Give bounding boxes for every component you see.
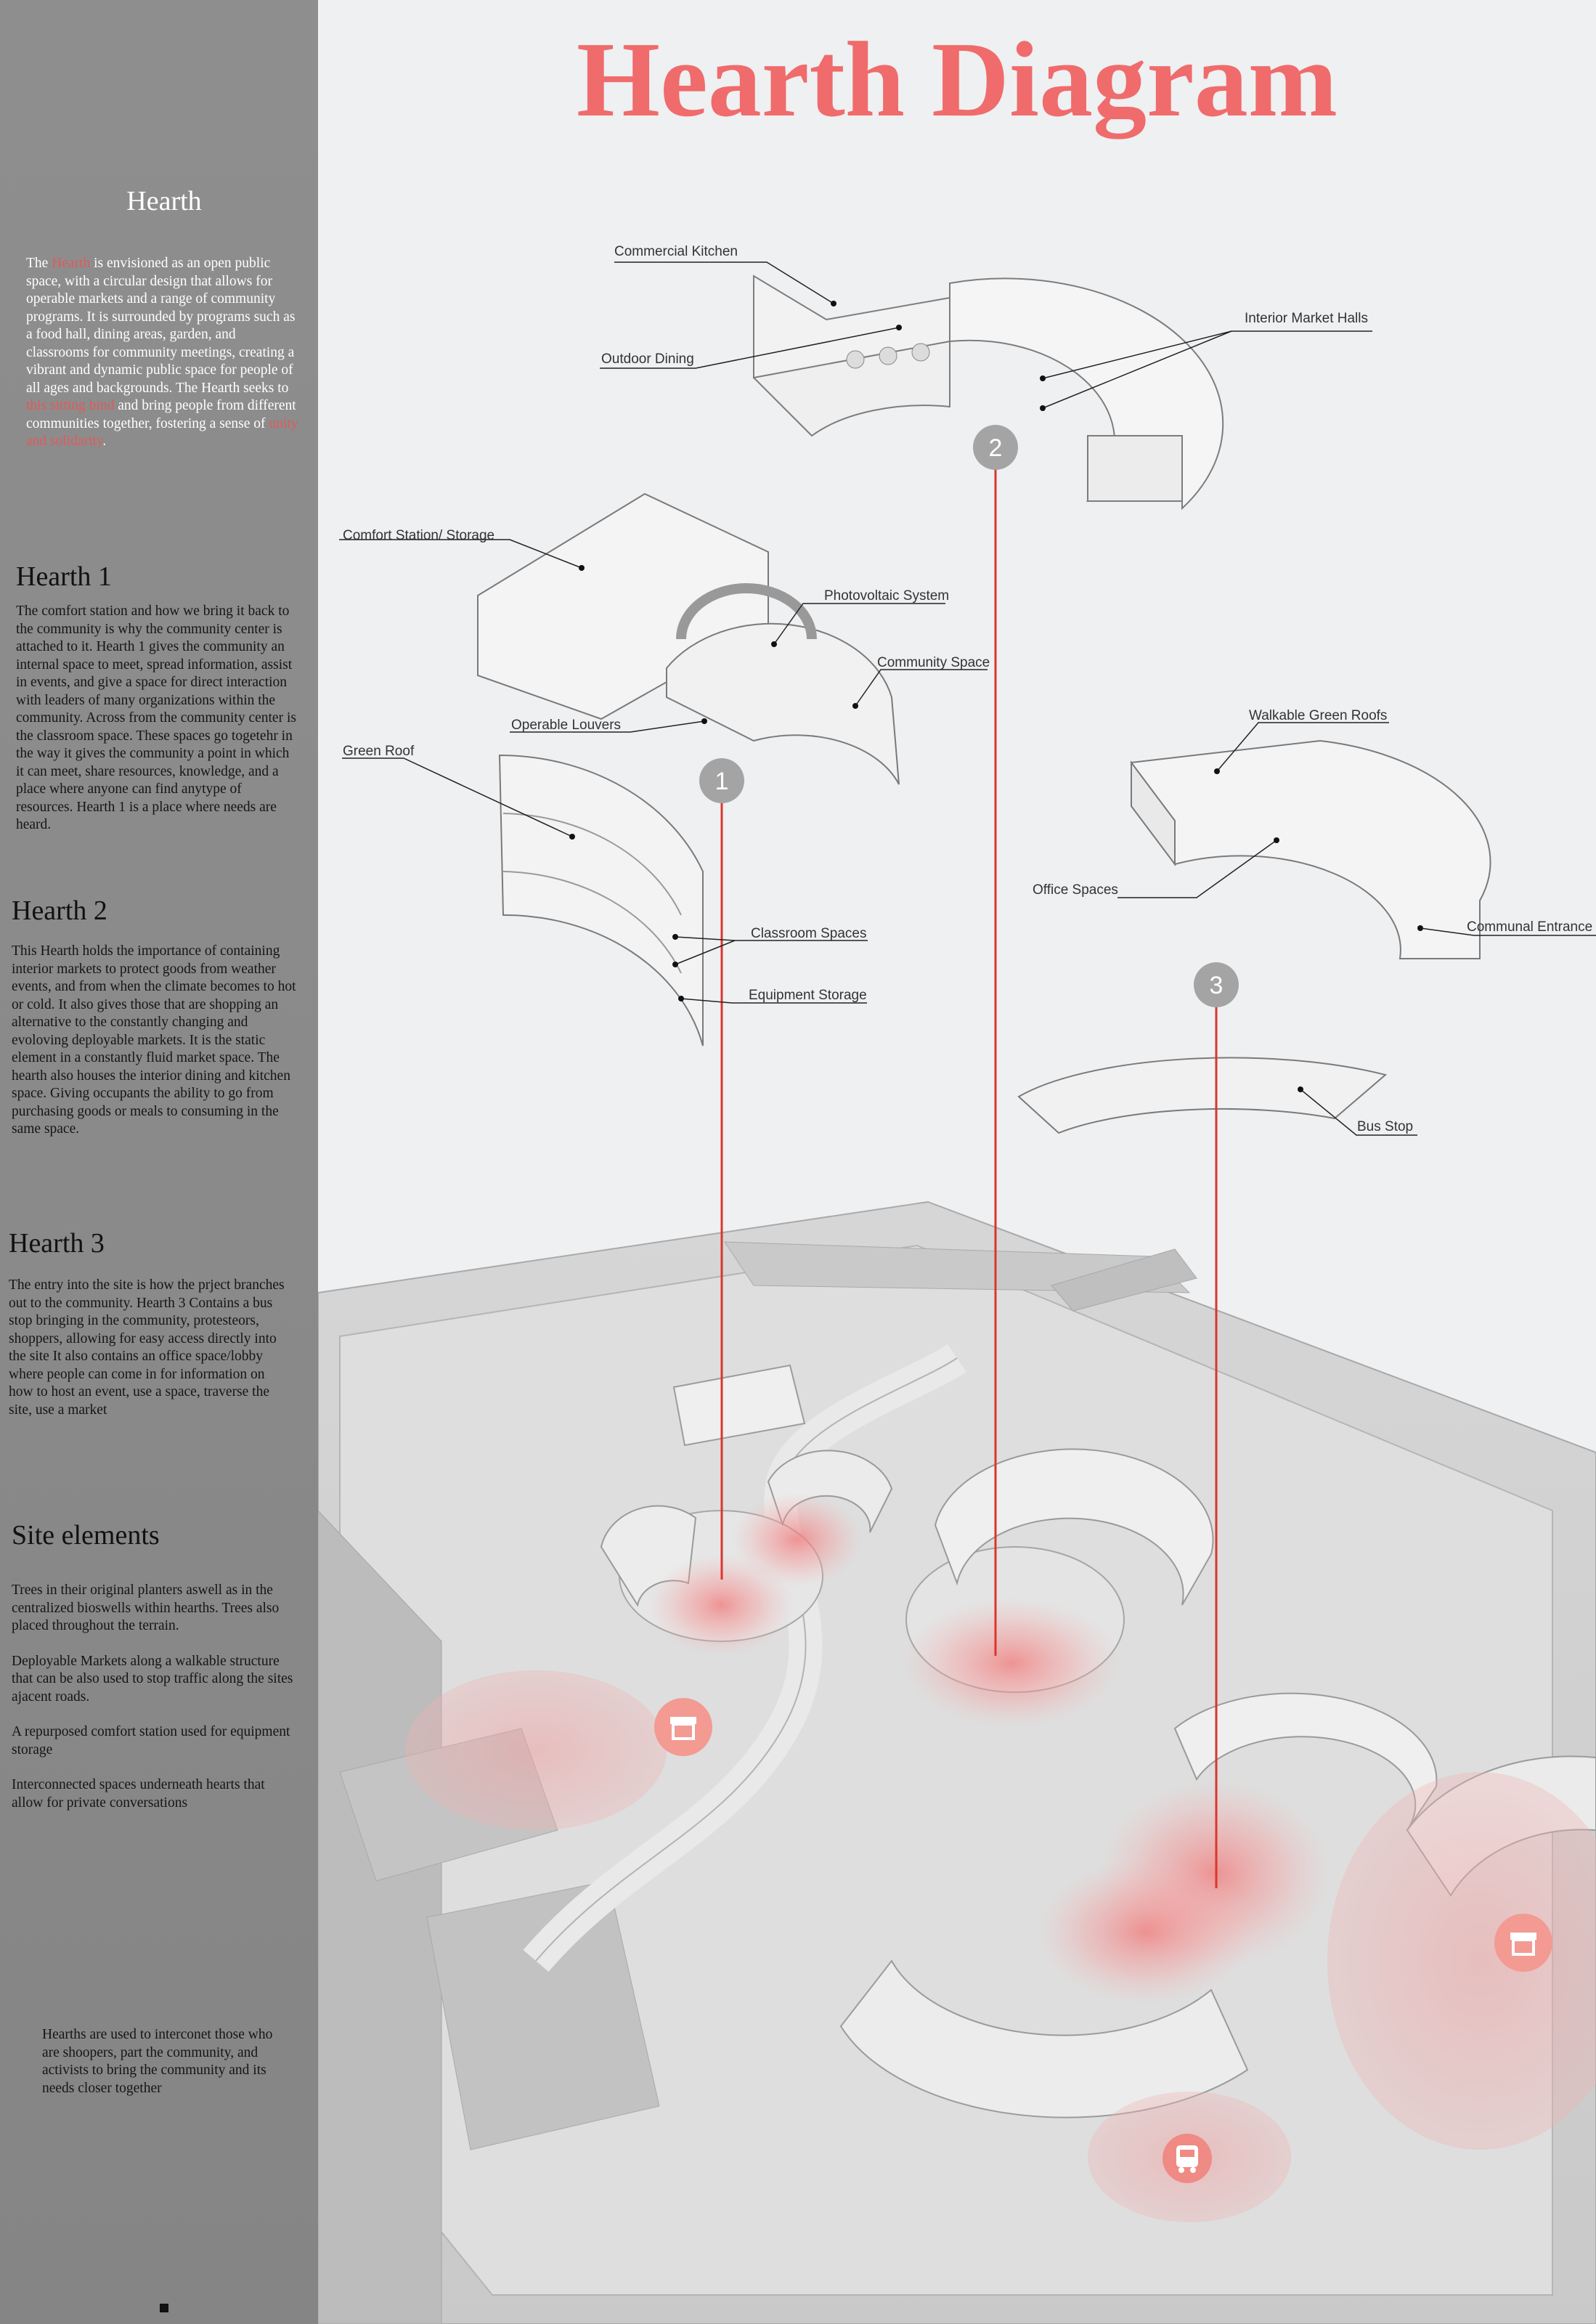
office-spaces-building xyxy=(1130,739,1491,959)
closing-text: Hearths are used to interconet those who… xyxy=(42,2027,273,2096)
bus-icon xyxy=(1163,2134,1212,2183)
hearth3-text: The entry into the site is how the prjec… xyxy=(9,1277,285,1418)
site-elements-heading: Site elements xyxy=(12,1520,160,1551)
label-interior-market-halls: Interior Market Halls xyxy=(1245,311,1368,326)
page-title: Hearth Diagram xyxy=(576,20,1338,139)
label-community-space: Community Space xyxy=(877,655,990,670)
hearth1-glow xyxy=(732,1492,863,1587)
hearth1-heading: Hearth 1 xyxy=(16,561,112,592)
market-stall-icon xyxy=(654,1698,712,1756)
label-photovoltaic-system: Photovoltaic System xyxy=(824,588,949,604)
label-operable-louvers: Operable Louvers xyxy=(511,718,621,733)
hearth3-heading: Hearth 3 xyxy=(9,1228,105,1259)
hearth2-text: This Hearth holds the importance of cont… xyxy=(12,943,296,1137)
adjacent-block xyxy=(318,1510,442,2324)
site-plan xyxy=(318,1200,1596,2324)
bus-stop-canopy xyxy=(1017,1057,1388,1134)
label-commercial-kitchen: Commercial Kitchen xyxy=(614,244,738,259)
page-marker xyxy=(160,2304,168,2312)
adjacent-block xyxy=(426,1880,660,2150)
closing-section: Hearths are used to interconet those who… xyxy=(42,2026,289,2097)
hearth3-marker: 3 xyxy=(1194,962,1239,1007)
hearth3-glow xyxy=(1037,1859,1255,2004)
community-space-building xyxy=(666,622,900,785)
site-elements-section: Site elements Trees in their original pl… xyxy=(12,1519,295,1812)
market-hall-block xyxy=(1087,435,1183,502)
hearth3-exploded xyxy=(1017,739,1491,1134)
adjacent-road xyxy=(1051,1248,1197,1312)
main-diagram-area: Hearth Diagram xyxy=(318,0,1596,2324)
hearth2-marker-number: 2 xyxy=(989,434,1003,462)
dining-table xyxy=(846,350,865,369)
hearth1-glow xyxy=(648,1554,794,1656)
hearth2-section: Hearth 2 This Hearth holds the importanc… xyxy=(12,895,296,1139)
label-bus-stop: Bus Stop xyxy=(1357,1119,1413,1134)
hearth-axonometric-diagram: 1 2 3 xyxy=(318,244,1596,2324)
hearth3-section: Hearth 3 The entry into the site is how … xyxy=(9,1227,285,1419)
hearth1-text: The comfort station and how we bring it … xyxy=(16,604,296,832)
hearth2-glow xyxy=(903,1598,1120,1728)
label-comfort-station: Comfort Station/ Storage xyxy=(343,528,494,543)
classroom-building xyxy=(498,754,704,1047)
leader-dots xyxy=(569,301,1423,1092)
hearth2-exploded xyxy=(752,275,1224,511)
walkable-structure-edge xyxy=(535,1357,958,1962)
dining-table xyxy=(879,346,897,365)
site-element-spaces: Interconnected spaces underneath hearts … xyxy=(12,1777,265,1811)
intro-heading: Hearth xyxy=(126,186,202,216)
hearth3-bus-stop-site xyxy=(839,1959,1249,2118)
market-zone xyxy=(405,1670,667,1830)
hearth3-marker-number: 3 xyxy=(1210,972,1224,999)
classroom-floor-line xyxy=(502,871,682,974)
dining-table xyxy=(911,343,930,362)
label-outdoor-dining: Outdoor Dining xyxy=(601,352,694,367)
office-wall xyxy=(1131,760,1176,866)
hearth1-exploded xyxy=(477,492,900,1047)
intro-section: Hearth The Hearth is envisioned as an op… xyxy=(26,185,302,451)
intro-text: The Hearth is envisioned as an open publ… xyxy=(26,256,298,449)
hearth2-market-site xyxy=(934,1448,1214,1606)
label-office-spaces: Office Spaces xyxy=(1033,882,1118,898)
site-element-trees: Trees in their original planters aswell … xyxy=(12,1582,280,1633)
hearth2-heading: Hearth 2 xyxy=(12,895,107,926)
market-stall-icon xyxy=(1494,1914,1552,1972)
label-classroom-spaces: Classroom Spaces xyxy=(751,926,866,941)
leader-lines xyxy=(339,261,1596,1136)
sidebar: Hearth The Hearth is envisioned as an op… xyxy=(0,0,318,2324)
hearth1-comfort-station-site xyxy=(672,1364,806,1447)
label-walkable-green-roofs: Walkable Green Roofs xyxy=(1249,708,1387,723)
label-communal-entrance: Communal Entrance xyxy=(1467,919,1592,935)
commercial-kitchen-building xyxy=(753,275,950,379)
photovoltaic-panels xyxy=(676,583,817,640)
label-equipment-storage: Equipment Storage xyxy=(749,988,867,1003)
classroom-floor-line xyxy=(502,813,682,916)
hearth2-marker: 2 xyxy=(973,425,1018,470)
hearth1-marker: 1 xyxy=(699,758,744,803)
market-zone xyxy=(1327,1772,1596,2150)
site-element-comfort: A repurposed comfort station used for eq… xyxy=(12,1724,290,1758)
hearth1-marker-number: 1 xyxy=(715,768,729,795)
label-green-roof: Green Roof xyxy=(343,744,415,759)
site-element-markets: Deployable Markets along a walkable stru… xyxy=(12,1653,293,1705)
hearth1-section: Hearth 1 The comfort station and how we … xyxy=(16,561,299,834)
